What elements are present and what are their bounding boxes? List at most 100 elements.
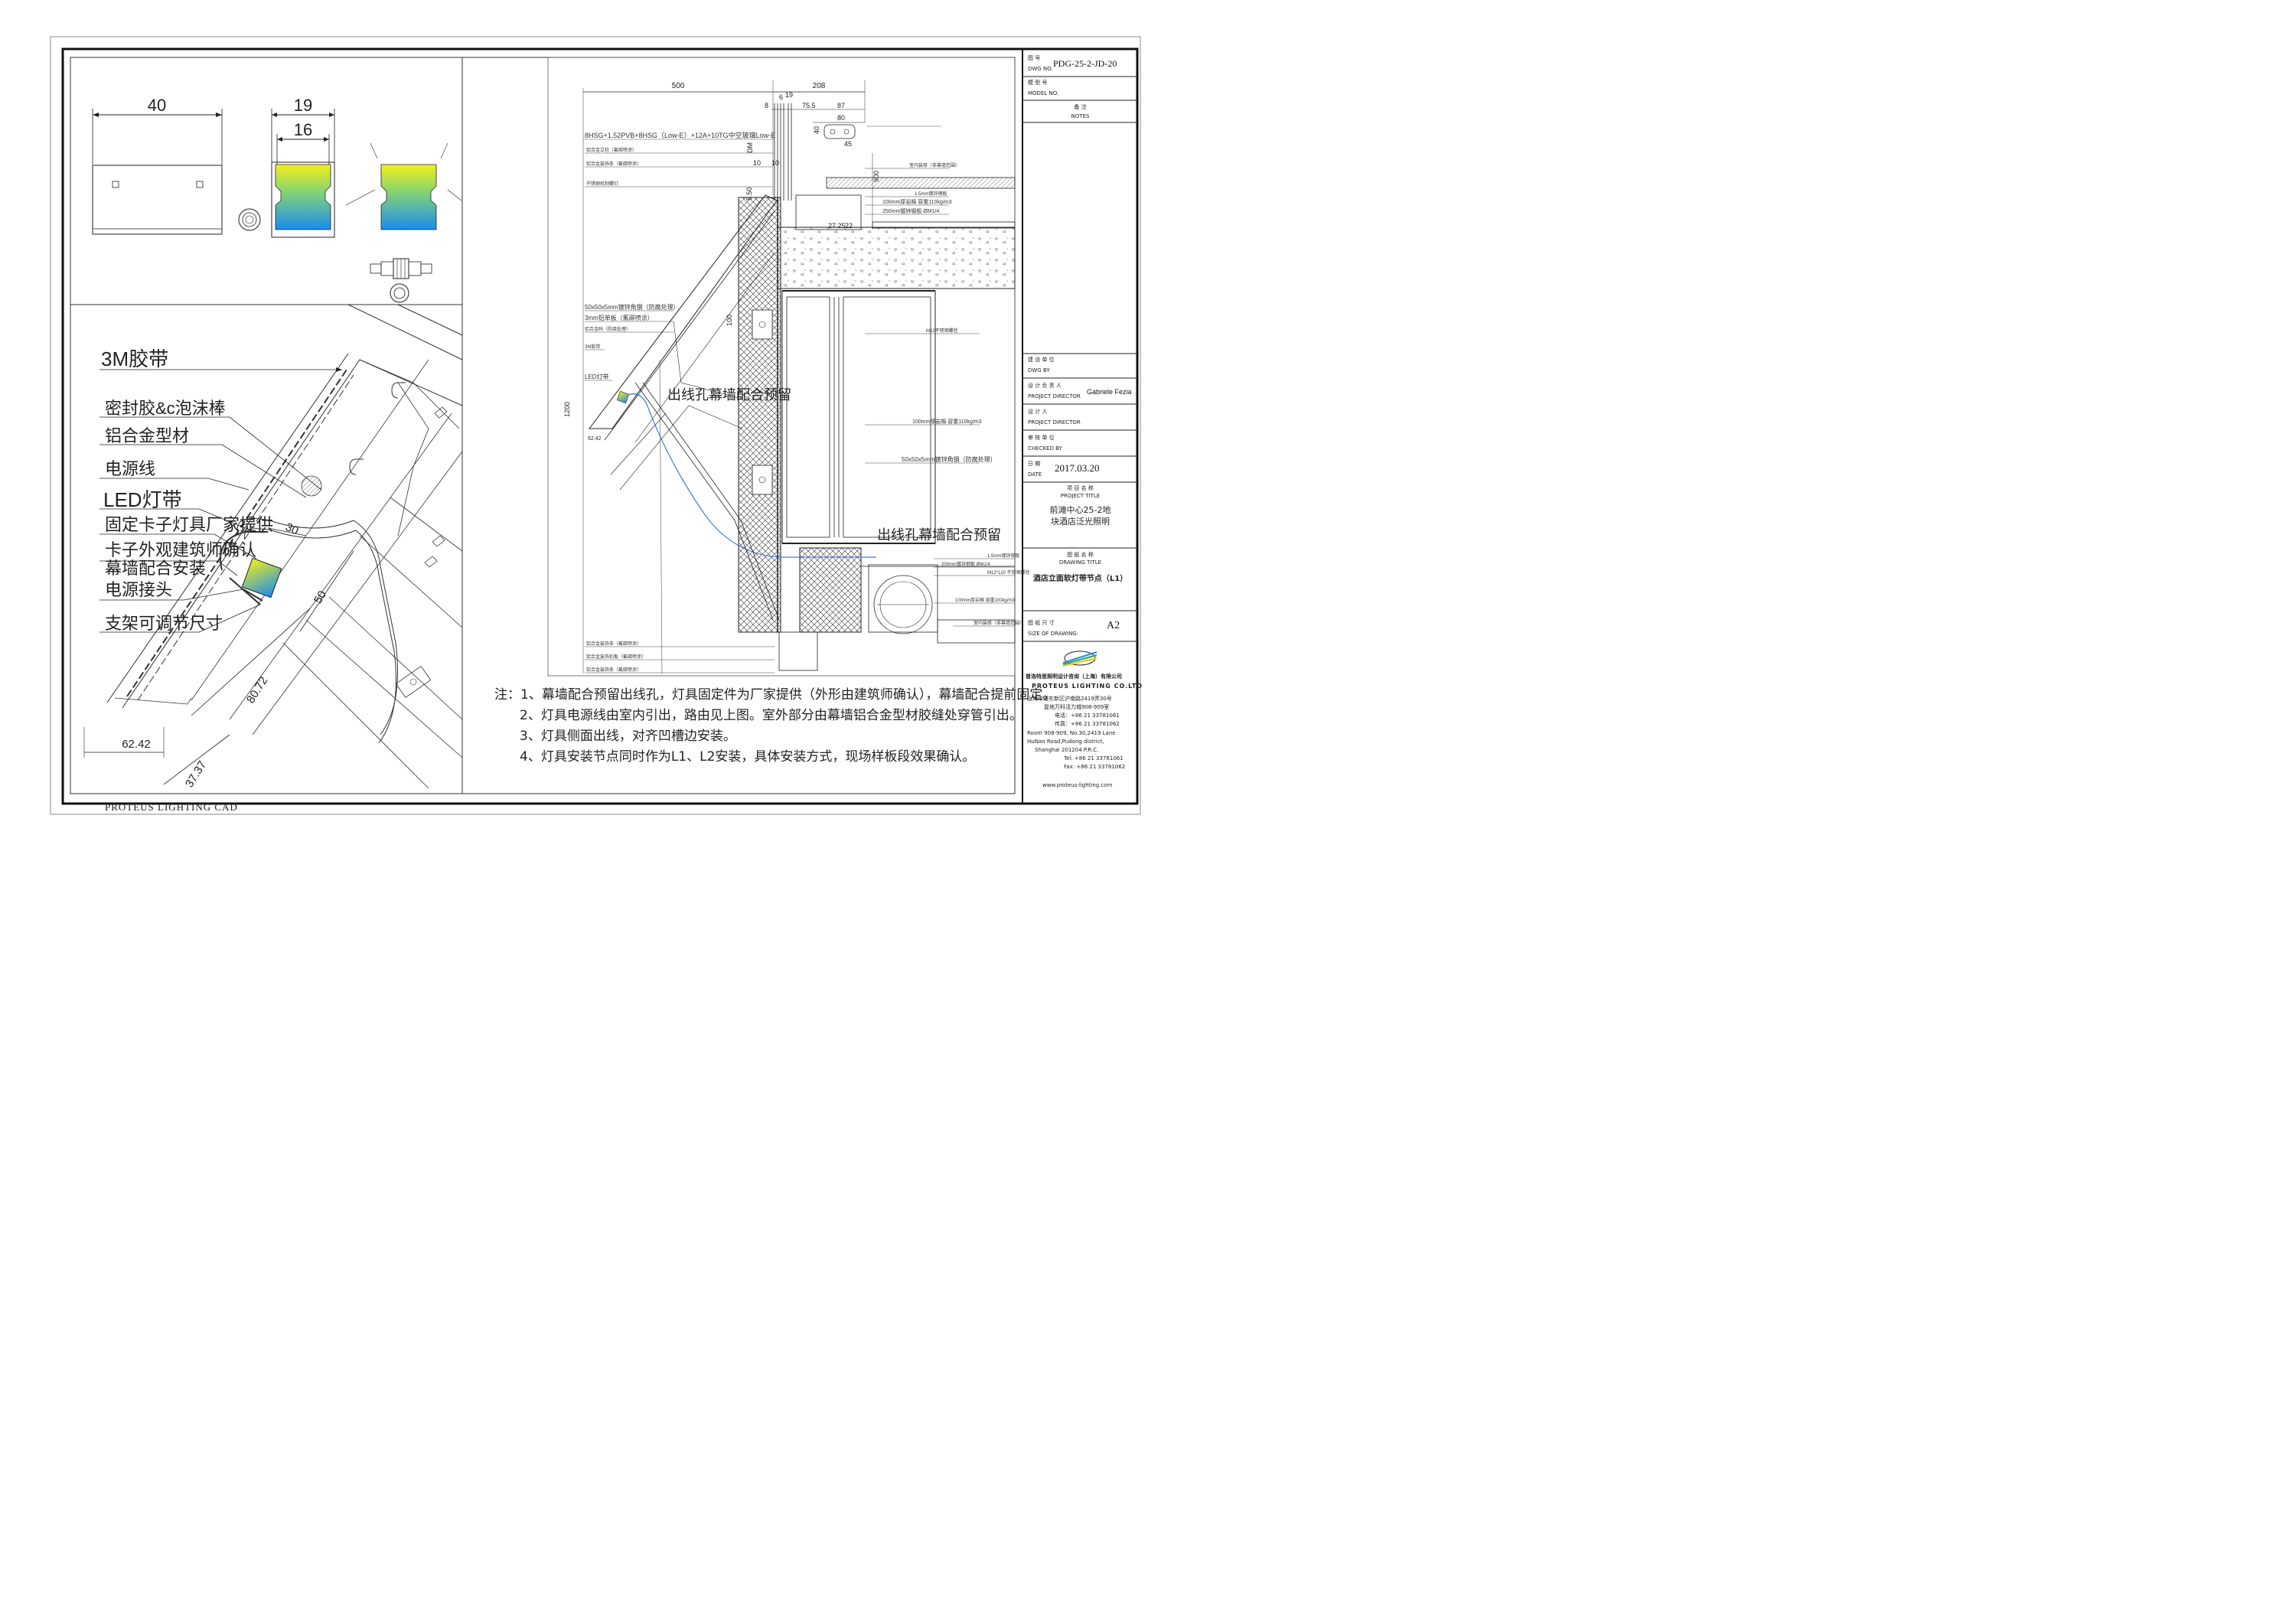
connector-icon — [370, 258, 432, 279]
dim-6: 6 — [779, 93, 783, 101]
sl-left-6: 3M胶带 — [585, 344, 600, 350]
dim-30: 30 — [283, 520, 300, 537]
dim-16: 16 — [294, 120, 312, 139]
label-curtain-wall-install: 幕墙配合安装 — [105, 559, 206, 578]
foam-rod — [301, 475, 322, 497]
address-line-6: HuNan Road,Pudong district, — [1027, 739, 1104, 745]
sl-right-7: 1.5mm镀锌钢板 — [987, 553, 1019, 559]
date-cn: 日 期 — [1028, 461, 1041, 467]
dwg-no-label-cn: 图 号 — [1028, 55, 1041, 61]
aluminium-profile — [92, 165, 223, 235]
power-cable-route — [623, 393, 876, 558]
cable-hole-label-1: 出线孔幕墙配合预留 — [667, 387, 791, 403]
dim-22: 22 — [845, 222, 853, 230]
date-en: DATE — [1028, 471, 1042, 478]
sl-right-5: 100mm厚岩棉 容重110kg/m3 — [912, 418, 982, 425]
label-power-cable: 电源线 — [105, 459, 155, 478]
general-notes: 注：1、幕墙配合预留出线孔，灯具固定件为厂家提供（外形由建筑师确认），幕墙配合提… — [494, 685, 1055, 768]
size-label-cn: 图 纸 尺 寸 — [1028, 620, 1055, 626]
section-labels-left: 铝合金立柱（氟碳喷涂） 铝合金装饰条（氟碳喷涂） 不锈钢机制螺钉 50x50x5… — [585, 147, 680, 673]
dim-62-42-small: 62.42 — [588, 436, 602, 442]
project-label-cn: 项 目 名 称 — [1067, 485, 1094, 491]
led-strip-glowing — [380, 164, 437, 230]
sl-left-1: 铝合金装饰条（氟碳喷涂） — [586, 161, 641, 167]
dim-100: 100 — [726, 315, 733, 326]
note-1: 注：1、幕墙配合预留出线孔，灯具固定件为厂家提供（外形由建筑师确认），幕墙配合提… — [494, 687, 1056, 703]
sl-left-9: 铝合金装饰扣板（氟碳喷涂） — [586, 654, 646, 660]
sl-right-4: M12不锈钢螺栓 — [926, 328, 958, 334]
model-label-en: MODEL NO. — [1028, 90, 1059, 96]
label-aluminium-profile: 铝合金型材 — [105, 426, 189, 445]
dim-5-50: 5.50 — [745, 187, 753, 201]
dim-45: 45 — [844, 140, 852, 148]
title-block-lines — [1022, 76, 1137, 642]
dim-87: 87 — [837, 102, 845, 109]
profile-detail-group: 40 19 16 — [92, 96, 462, 303]
address-line-4: 传真：+86 21 33781062 — [1055, 721, 1120, 727]
notes-label-en: NOTES — [1071, 113, 1090, 119]
dim-80-top: 80 — [837, 114, 845, 122]
address-line-1: 上海市浦东新区沪南路2419弄30号 — [1027, 696, 1112, 702]
address-line-7: Shanghai 201204 P.R.C. — [1035, 747, 1099, 753]
sl-left-4: 3mm铝单板（氟碳喷涂） — [585, 314, 654, 321]
title-block: 图 号 DWG NO. PDG-25-2-JD-20 模 型 号 MODEL N… — [1024, 52, 1142, 802]
project-label-en: PROJECT TITLE — [1060, 493, 1101, 499]
drawing-label-cn: 图 纸 名 称 — [1067, 552, 1094, 558]
dwg-by-cn: 建 设 单 位 — [1028, 357, 1055, 363]
size-label-en: SIZE OF DRAWING: — [1028, 631, 1079, 637]
dim-37-37: 37.37 — [183, 758, 209, 790]
sl-left-10: 铝合金装饰条（氟碳喷涂） — [586, 667, 641, 673]
checked-cn: 审 核 单 位 — [1028, 435, 1055, 441]
dim-27-25: 27.25 — [828, 222, 846, 230]
diagonal-facade-fin — [588, 194, 778, 429]
checked-en: CHECKED BY — [1028, 445, 1062, 452]
sl-left-5: 铝合金码（防腐处理） — [585, 326, 631, 332]
sl-left-0: 铝合金立柱（氟碳喷涂） — [586, 147, 637, 153]
designer-cn: 设 计 人 — [1028, 409, 1048, 415]
address-line-5: Room 908-909, No.30,2419 Lane — [1027, 730, 1116, 736]
glass-spec: 8HSG+1.52PVB+8HSG（Low-E）+12A+10TG中空玻璃Low… — [585, 131, 775, 139]
section-labels-right: 室内装修（非幕墙范围） 1.5mm镀锌钢板 100mm厚岩棉 容重110kg/m… — [882, 162, 1030, 626]
dim-80-72: 80.72 — [244, 674, 270, 706]
note-3: 3、灯具侧面出线，对齐凹槽边安装。 — [520, 729, 736, 744]
drawing-title-block: 图 纸 名 称 DRAWING TITLE 酒店立面软灯带节点（L1） — [1024, 551, 1137, 585]
address-line-9: Fax: +86 21 33781062 — [1064, 764, 1126, 770]
steel-beam — [781, 290, 936, 544]
website: www.proteus-lighting.com — [1042, 782, 1113, 788]
panel-frame — [70, 57, 1016, 794]
sl-right-8: 200mm镀锌钢板 ØM1/4 — [941, 561, 990, 567]
sl-left-2: 不锈钢机制螺钉 — [586, 181, 618, 187]
sl-right-9: M12*120 不锈钢螺栓 — [987, 569, 1030, 576]
director-name: Gabriele Fezia — [1087, 388, 1132, 396]
section-drawing-group: 500 208 8 6 19 75.5 87 80 40 45 900 DM 1… — [547, 57, 1016, 677]
label-power-connector: 电源接头 — [105, 580, 172, 599]
floor-slab — [777, 227, 1016, 289]
label-led-strip: LED灯带 — [103, 488, 182, 511]
inner-border — [61, 47, 1139, 805]
sl-right-6: 50x50x5mm镀锌角钢（防腐处理） — [902, 455, 996, 463]
sl-right-0: 室内装修（非幕墙范围） — [909, 162, 960, 168]
dim-10a: 10 — [753, 159, 761, 167]
sl-right-2: 100mm厚岩棉 容重110kg/m3 — [882, 198, 952, 205]
note-4: 4、灯具安装节点同时作为L1、L2安装，具体安装方式，现场样板段效果确认。 — [520, 749, 976, 765]
sl-right-3: 250mm镀锌钢板 ØM1/4 — [882, 207, 939, 214]
dwg-by-en: DWG BY — [1028, 367, 1050, 373]
label-clip-appearance: 卡子外观建筑师确认 — [105, 540, 256, 559]
cad-label: PROTEUS LIGHTING CAD — [105, 801, 238, 813]
dim-50: 50 — [311, 589, 329, 606]
company-cn: 普洛特思照明设计咨询（上海）有限公司 — [1026, 673, 1122, 680]
label-sealant-foam: 密封胶&c泡沫棒 — [105, 399, 226, 418]
cable-hole-label-2: 出线孔幕墙配合预留 — [877, 527, 1001, 543]
drawing-title: 酒店立面软灯带节点（L1） — [1032, 575, 1128, 583]
dim-dm: DM — [746, 142, 754, 153]
label-fixing-clip: 固定卡子灯具厂家提供 — [105, 515, 273, 534]
outer-border — [50, 36, 1141, 815]
sl-left-8: 铝合金装饰条（氟碳喷涂） — [586, 641, 641, 647]
dwg-no: PDG-25-2-JD-20 — [1053, 58, 1117, 69]
sl-right-10: 100mm厚岩棉 容重100kg/m3 — [955, 597, 1016, 603]
enlarged-node-labels: 3M胶带 密封胶&c泡沫棒 铝合金型材 电源线 LED灯带 固定卡子灯具厂家提供… — [101, 347, 273, 633]
sl-left-7: LED灯带 — [585, 373, 609, 380]
note-2: 2、灯具电源线由室内引出，路由见上图。室外部分由幕墙铝合金型材胶缝处穿管引出。 — [520, 708, 1022, 723]
dim-900: 900 — [872, 171, 880, 182]
dim-10b: 10 — [771, 159, 779, 167]
